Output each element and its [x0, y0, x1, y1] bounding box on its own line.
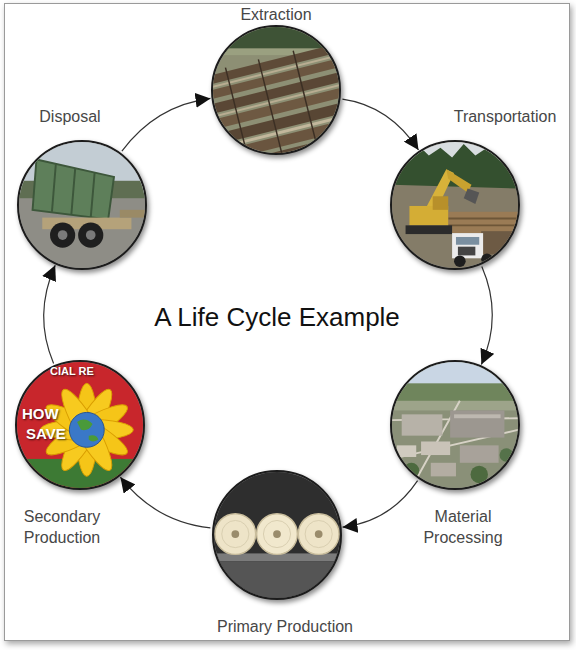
- building: [421, 441, 450, 455]
- bed-rib: [91, 173, 95, 218]
- excavator-bucket: [464, 189, 480, 205]
- roof-ridge: [454, 414, 501, 418]
- petal: [41, 397, 132, 462]
- hitch: [120, 210, 145, 218]
- paper-roll: [215, 514, 256, 555]
- building: [397, 445, 416, 457]
- roll-ring: [263, 520, 290, 547]
- cover-background: [17, 362, 143, 488]
- log-line: [448, 224, 518, 226]
- cycle-arrow: [122, 98, 211, 151]
- stage-circle: Primary Production: [212, 470, 342, 600]
- factory-roof: [450, 410, 504, 437]
- sunflower: [40, 383, 133, 476]
- excavator-track: [406, 225, 453, 234]
- excavator-cab: [433, 196, 449, 210]
- loading-photo: [392, 142, 518, 268]
- roads: [392, 401, 518, 488]
- truck-window: [456, 237, 479, 245]
- stage-label: Material Processing: [413, 506, 513, 548]
- stage-label: Transportation: [430, 106, 576, 127]
- ground: [392, 362, 518, 488]
- dump-bed: [33, 159, 114, 219]
- truck-cab: [452, 233, 483, 258]
- magazine-photo: [17, 362, 143, 488]
- paper-roll: [298, 514, 339, 555]
- paper-roll: [257, 514, 298, 555]
- stack-gap: [293, 51, 319, 153]
- stage-circle: Disposal: [17, 140, 147, 270]
- photo-clip: [17, 362, 143, 488]
- truck-grill: [458, 247, 475, 256]
- stage-label: Disposal: [10, 106, 130, 127]
- photo-clip: [19, 142, 145, 268]
- hub: [86, 230, 96, 240]
- log-stacks: [213, 35, 339, 153]
- cycle-arrow: [120, 477, 210, 528]
- roll-core: [231, 530, 239, 538]
- bed-rib: [52, 164, 56, 211]
- conveyor: [214, 561, 340, 598]
- cycle-arrow: [343, 481, 418, 528]
- roll-ring: [222, 520, 249, 547]
- far-hills: [392, 383, 518, 402]
- diagram-title: A Life Cycle Example: [97, 302, 457, 332]
- truck-wheel: [481, 253, 493, 265]
- roll-ring: [305, 520, 332, 547]
- wheel: [78, 222, 103, 247]
- log-line: [448, 218, 518, 220]
- photo-clip: [213, 27, 339, 153]
- photo-clip: [392, 142, 518, 268]
- petal: [41, 397, 132, 462]
- stage-label: Extraction: [191, 4, 361, 25]
- wheel: [50, 222, 75, 247]
- photo-clip: [392, 362, 518, 488]
- building: [431, 463, 456, 477]
- cycle-arrow: [481, 266, 492, 364]
- stack-gap: [258, 59, 284, 153]
- tree-clump: [471, 466, 488, 483]
- building: [402, 414, 443, 435]
- bed-rib: [71, 168, 75, 215]
- building: [460, 445, 499, 462]
- stage-label: Primary Production: [185, 616, 385, 637]
- stage-circle: Transportation: [390, 140, 520, 270]
- tree-clump: [500, 448, 514, 462]
- tree-clump: [404, 463, 420, 479]
- cycle-arrow: [44, 265, 56, 363]
- stage-circle: Secondary Production: [15, 360, 145, 490]
- globe: [69, 412, 104, 447]
- stage-circle: Extraction: [211, 25, 341, 155]
- globe-land: [77, 420, 98, 442]
- dump-truck-photo: [19, 142, 145, 268]
- cycle-arrow: [342, 99, 418, 150]
- truck-wheel: [454, 255, 466, 267]
- photo-clip: [214, 472, 340, 598]
- roll-core: [315, 530, 323, 538]
- mill-town-photo: [392, 362, 518, 488]
- log-pile: [448, 212, 518, 233]
- truck-trailer: [481, 231, 518, 254]
- petal: [54, 384, 119, 475]
- log-yard-photo: [213, 27, 339, 153]
- paper-rolls-photo: [214, 472, 340, 598]
- ground: [19, 142, 145, 268]
- background: [214, 472, 340, 598]
- stage-circle: Material Processing: [390, 360, 520, 490]
- stage-label: Secondary Production: [12, 506, 112, 548]
- stack-gap: [225, 68, 251, 153]
- hub: [58, 230, 68, 240]
- roll-core: [273, 530, 281, 538]
